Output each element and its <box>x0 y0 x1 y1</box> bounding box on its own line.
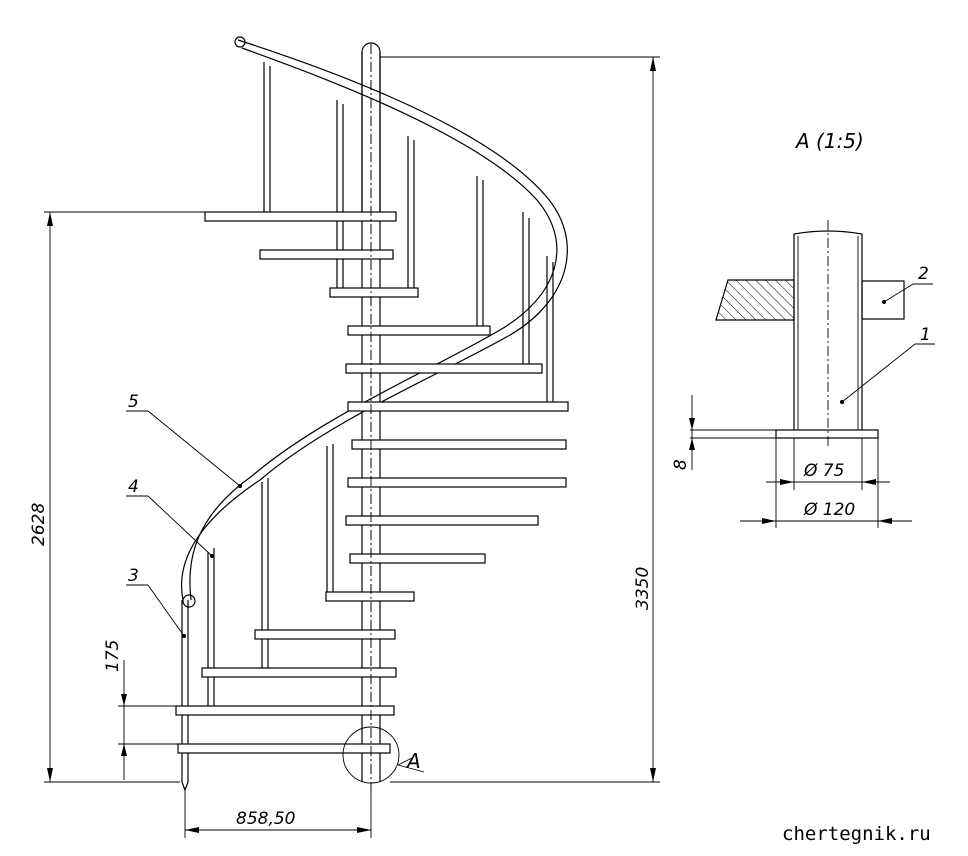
callout-2: 2 <box>918 264 929 284</box>
tread <box>259 249 394 260</box>
tread <box>329 287 419 298</box>
tread <box>345 515 539 526</box>
tread <box>351 439 567 450</box>
tread <box>177 743 391 754</box>
detail-label-a: A <box>405 749 421 773</box>
callout-5: 5 <box>128 392 139 412</box>
dim-3350: 3350 <box>633 567 653 610</box>
tread <box>347 325 491 336</box>
dimension-lines <box>44 56 660 838</box>
watermark: chertegnik.ru <box>782 823 931 845</box>
tread <box>345 363 543 374</box>
column-collars <box>361 44 381 790</box>
callout-1: 1 <box>920 325 931 345</box>
dim-2628: 2628 <box>29 503 49 546</box>
callout-leaders <box>126 410 242 638</box>
staircase-elevation <box>175 36 569 792</box>
tread <box>254 629 396 640</box>
bracket-part-2 <box>861 280 905 320</box>
callout-4: 4 <box>128 477 139 497</box>
detail-marker-a <box>342 726 425 784</box>
tread <box>347 477 567 488</box>
dim-8: 8 <box>671 459 691 470</box>
dim-d75: Ø 75 <box>803 461 844 481</box>
tread <box>349 553 486 564</box>
treads <box>175 211 569 754</box>
dim-d120: Ø 120 <box>803 500 855 520</box>
landing-tread <box>204 211 397 222</box>
detail-title: A (1:5) <box>794 129 864 153</box>
tread <box>201 667 397 678</box>
dim-858-50: 858,50 <box>236 809 295 829</box>
detail-a-view: A (1:5) 8 Ø 75 Ø 120 <box>671 129 935 528</box>
dim-175: 175 <box>103 640 123 672</box>
tread <box>347 401 569 412</box>
callout-3: 3 <box>128 566 139 586</box>
tread <box>325 591 415 602</box>
tread <box>175 705 395 716</box>
handrail <box>181 36 568 608</box>
balusters <box>181 62 554 792</box>
base-plate <box>775 429 879 439</box>
tread-section-hatch <box>715 279 795 321</box>
